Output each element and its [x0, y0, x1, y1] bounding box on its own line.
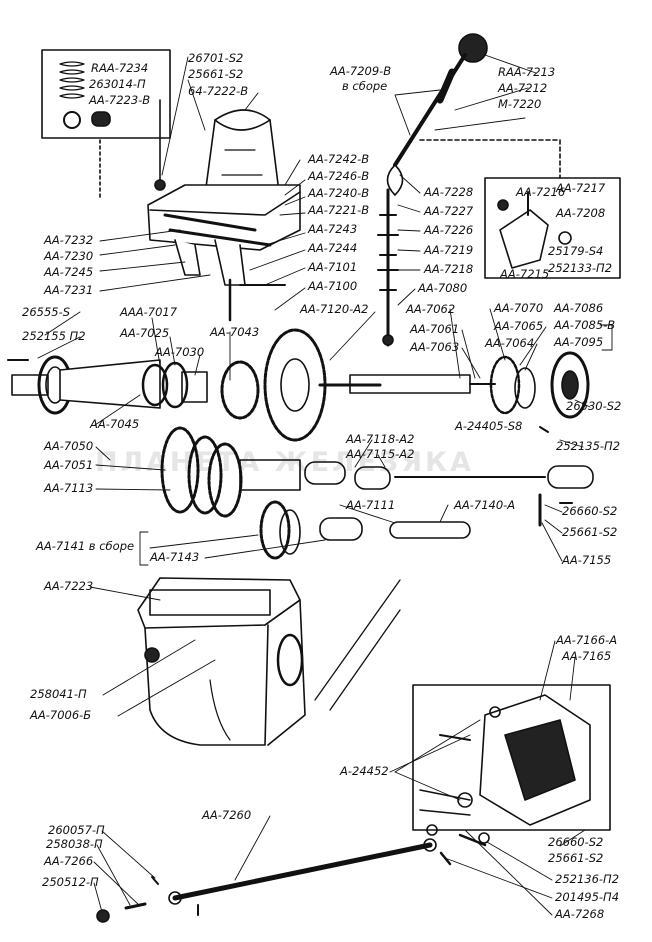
part-label: 263014-П — [89, 77, 146, 91]
part-label: AA-7080 — [418, 281, 468, 295]
part-label: 26660-S2 — [562, 504, 618, 518]
control-rod — [96, 824, 490, 923]
part-label: AA-7245 — [44, 265, 94, 279]
part-label: AA-7006-Б — [30, 708, 92, 722]
part-label: AA-7085-B — [554, 318, 616, 332]
part-label: 252135-П2 — [556, 439, 621, 453]
part-label: AA-7208 — [556, 206, 606, 220]
part-label: 25661-S2 — [548, 851, 604, 865]
part-label: AA-7215 — [500, 267, 550, 281]
shift-detent-inset-box — [41, 49, 171, 201]
part-label: 252136-П2 — [555, 872, 620, 886]
part-label: AA-7227 — [424, 204, 474, 218]
gearbox-case — [137, 577, 401, 746]
part-label: AA-7100 — [308, 279, 358, 293]
part-label: AA-7045 — [90, 417, 140, 431]
part-label: AA-7061 — [410, 322, 460, 336]
part-label: AA-7155 — [562, 553, 612, 567]
part-label: AA-7143 — [150, 550, 200, 564]
part-label: AAA-7017 — [120, 305, 178, 319]
part-label: AA-7240-B — [308, 186, 370, 200]
part-label: M-7220 — [498, 97, 542, 111]
part-label: 258041-П — [30, 687, 87, 701]
part-label: AA-7266 — [44, 854, 94, 868]
part-label: AA-7101 — [308, 260, 358, 274]
part-label: AA-7115-A2 — [346, 447, 415, 461]
part-label: AA-7086 — [554, 301, 604, 315]
part-label: AA-7141 в сборе — [36, 539, 135, 553]
reverse-lock-inset-box — [419, 139, 621, 279]
part-label: A-24405-S8 — [455, 419, 523, 433]
part-label: AA-7228 — [424, 185, 474, 199]
part-label: AA-7165 — [562, 649, 612, 663]
part-label: A-24452 — [340, 764, 389, 778]
part-label: AA-7232 — [44, 233, 94, 247]
part-label: 250512-П — [42, 875, 99, 889]
part-label: AA-7242-B — [308, 152, 370, 166]
part-label: в сборе — [342, 79, 388, 93]
part-label: 252155 П2 — [22, 329, 86, 343]
part-label: 25661-S2 — [188, 67, 244, 81]
part-label: AA-7095 — [554, 335, 604, 349]
part-label: AA-7260 — [202, 808, 252, 822]
pto-cover-inset-box — [412, 684, 611, 831]
part-label: AA-7243 — [308, 222, 358, 236]
part-label: AA-7218 — [424, 262, 474, 276]
part-label: AA-7246-B — [308, 169, 370, 183]
part-label: AA-7217 — [556, 181, 606, 195]
shift-tower-housing — [147, 99, 301, 322]
part-label: AA-7062 — [406, 302, 456, 316]
part-label: 26660-S2 — [548, 835, 604, 849]
part-label: AA-7025 — [120, 326, 170, 340]
part-label: AA-7223-B — [89, 93, 151, 107]
part-label: AA-7063 — [410, 340, 460, 354]
part-label: AA-7051 — [44, 458, 94, 472]
part-label: AA-7231 — [44, 283, 94, 297]
part-label: AA-7113 — [44, 481, 94, 495]
part-label: AA-7223 — [44, 579, 94, 593]
part-label: AA-7166-A — [556, 633, 618, 647]
part-label: AA-7065 — [494, 319, 544, 333]
part-label: AA-7268 — [555, 907, 605, 921]
watermark-text: ПЛАНЕТА ЖЕЛЕЗЯКА — [95, 447, 474, 478]
part-label: AA-7120-A2 — [300, 302, 369, 316]
part-label: RAA-7234 — [91, 61, 149, 75]
part-label: RAA-7213 — [498, 65, 556, 79]
part-label: AA-7111 — [346, 498, 396, 512]
part-label: 252133-П2 — [548, 261, 613, 275]
part-label: 201495-П4 — [555, 890, 620, 904]
part-label: AA-7226 — [424, 223, 474, 237]
part-label: AA-7221-B — [308, 203, 370, 217]
part-label: 64-7222-B — [188, 84, 249, 98]
part-label: AA-7064 — [485, 336, 535, 350]
part-label: 258038-П — [46, 837, 103, 851]
part-label: AA-7244 — [308, 241, 358, 255]
part-label: 26701-S2 — [188, 51, 244, 65]
shift-lever — [377, 33, 488, 347]
part-label: 25661-S2 — [562, 525, 618, 539]
part-label: AA-7070 — [494, 301, 544, 315]
part-label: AA-7030 — [155, 345, 205, 359]
part-label: AA-7230 — [44, 249, 94, 263]
part-label: AA-7140-A — [454, 498, 516, 512]
part-label: AA-7209-B — [330, 64, 392, 78]
part-label: 25179-S4 — [548, 244, 604, 258]
part-label: 26555-S — [22, 305, 71, 319]
part-label: AA-7043 — [210, 325, 260, 339]
part-label: AA-7118-A2 — [346, 432, 415, 446]
part-label: AA-7219 — [424, 243, 474, 257]
leader-lines — [37, 54, 613, 916]
countershaft-gear-cluster — [160, 426, 594, 560]
part-label: AA-7212 — [498, 81, 548, 95]
main-shaft-assembly — [7, 328, 590, 442]
part-label: 26530-S2 — [566, 399, 622, 413]
part-label: AA-7216 — [516, 185, 566, 199]
part-label: AA-7050 — [44, 439, 94, 453]
part-label: 260057-П — [48, 823, 105, 837]
